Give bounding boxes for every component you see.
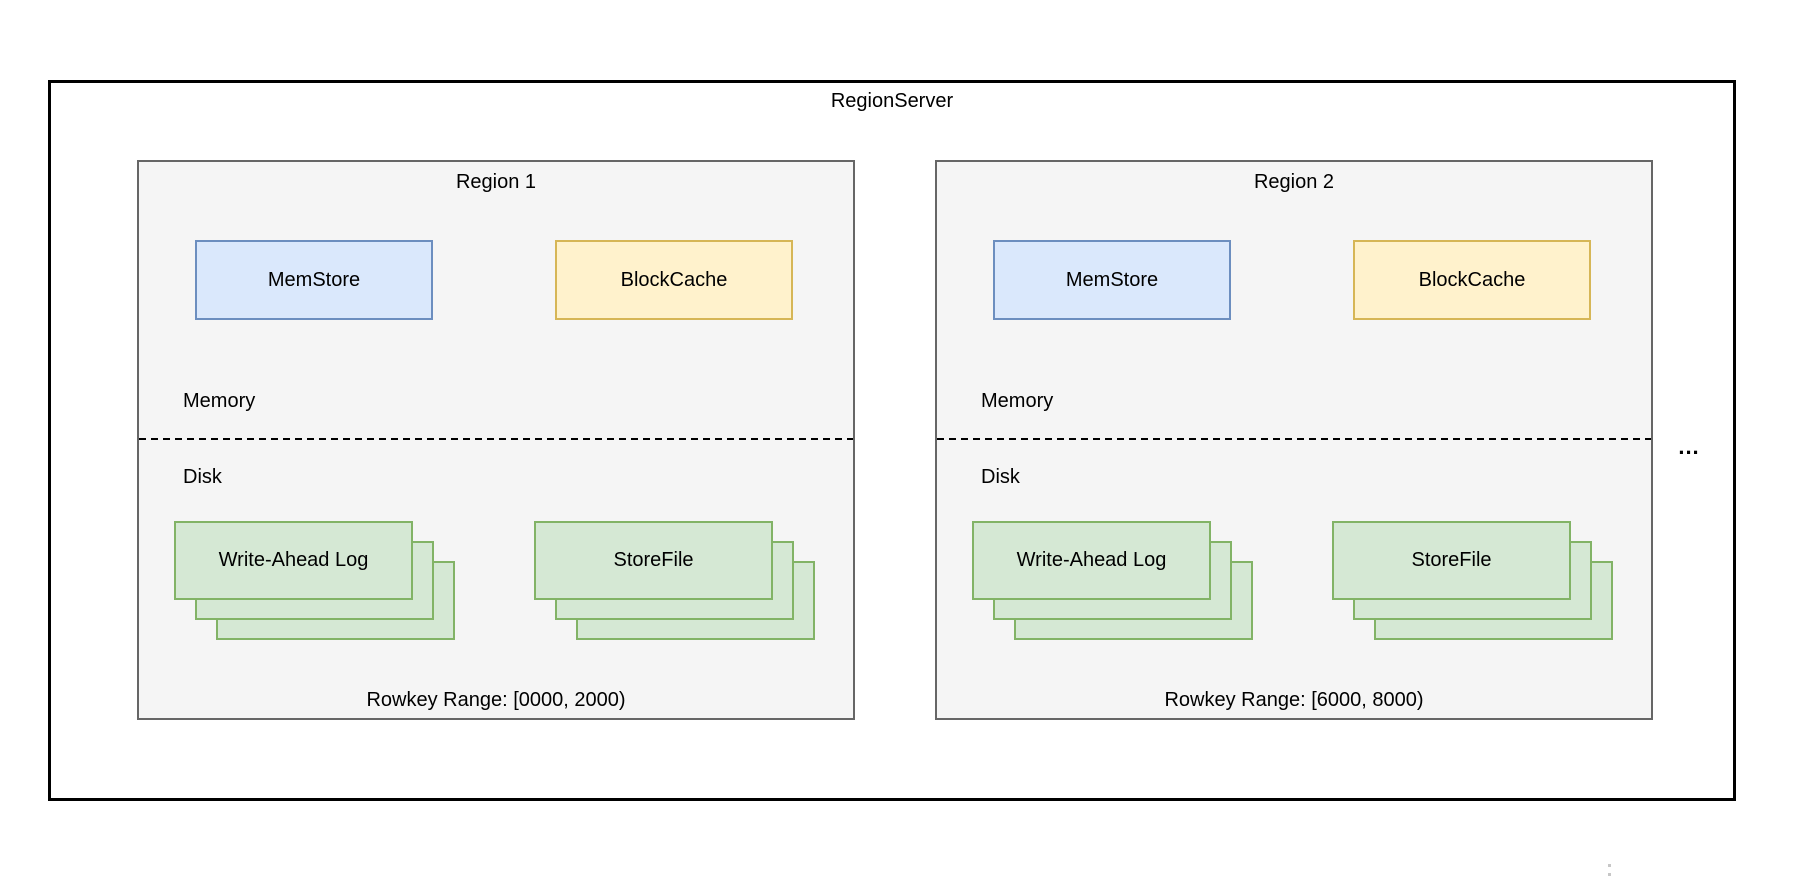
region-2-wal-box: Write-Ahead Log <box>972 521 1211 600</box>
region-1-storefile-stack: StoreFile <box>534 521 815 640</box>
region-1-wal-stack: Write-Ahead Log <box>174 521 455 640</box>
region-1-memstore-label: MemStore <box>267 268 361 291</box>
regionserver-title: RegionServer <box>830 90 954 112</box>
regionserver-box: RegionServer Region 1 MemStore BlockCach… <box>48 80 1736 801</box>
region-2-storefile-label: StoreFile <box>1411 549 1492 571</box>
region-2-wal-label: Write-Ahead Log <box>1016 549 1167 571</box>
region-2-disk-label: Disk <box>981 466 1020 488</box>
region-2-memstore-label: MemStore <box>1065 268 1159 291</box>
region-1-storefile-box: StoreFile <box>534 521 773 600</box>
region-1-storefile-label: StoreFile <box>613 549 694 571</box>
region-2-box: Region 2 MemStore BlockCache Memory Disk… <box>935 160 1653 720</box>
region-1-wal-label: Write-Ahead Log <box>218 549 369 571</box>
region-2-rowkey-range: Rowkey Range: [6000, 8000) <box>1164 689 1424 711</box>
region-1-title: Region 1 <box>455 171 537 193</box>
region-2-memory-disk-divider <box>937 438 1651 440</box>
region-1-wal-box: Write-Ahead Log <box>174 521 413 600</box>
region-2-title: Region 2 <box>1253 171 1335 193</box>
region-2-storefile-stack: StoreFile <box>1332 521 1613 640</box>
stray-marks-artifact <box>1608 864 1611 878</box>
region-1-memory-label: Memory <box>183 390 256 412</box>
region-2-wal-stack: Write-Ahead Log <box>972 521 1253 640</box>
region-1-memstore-box: MemStore <box>195 240 433 320</box>
region-2-blockcache-label: BlockCache <box>1418 268 1526 291</box>
more-regions-ellipsis: ... <box>1678 434 1700 459</box>
region-2-memory-label: Memory <box>981 390 1054 412</box>
region-2-memstore-box: MemStore <box>993 240 1231 320</box>
region-1-rowkey-range: Rowkey Range: [0000, 2000) <box>366 689 626 711</box>
region-1-blockcache-box: BlockCache <box>555 240 793 320</box>
region-1-box: Region 1 MemStore BlockCache Memory Disk… <box>137 160 855 720</box>
region-1-memory-disk-divider <box>139 438 853 440</box>
region-2-storefile-box: StoreFile <box>1332 521 1571 600</box>
region-2-blockcache-box: BlockCache <box>1353 240 1591 320</box>
region-1-disk-label: Disk <box>183 466 222 488</box>
region-1-blockcache-label: BlockCache <box>620 268 728 291</box>
